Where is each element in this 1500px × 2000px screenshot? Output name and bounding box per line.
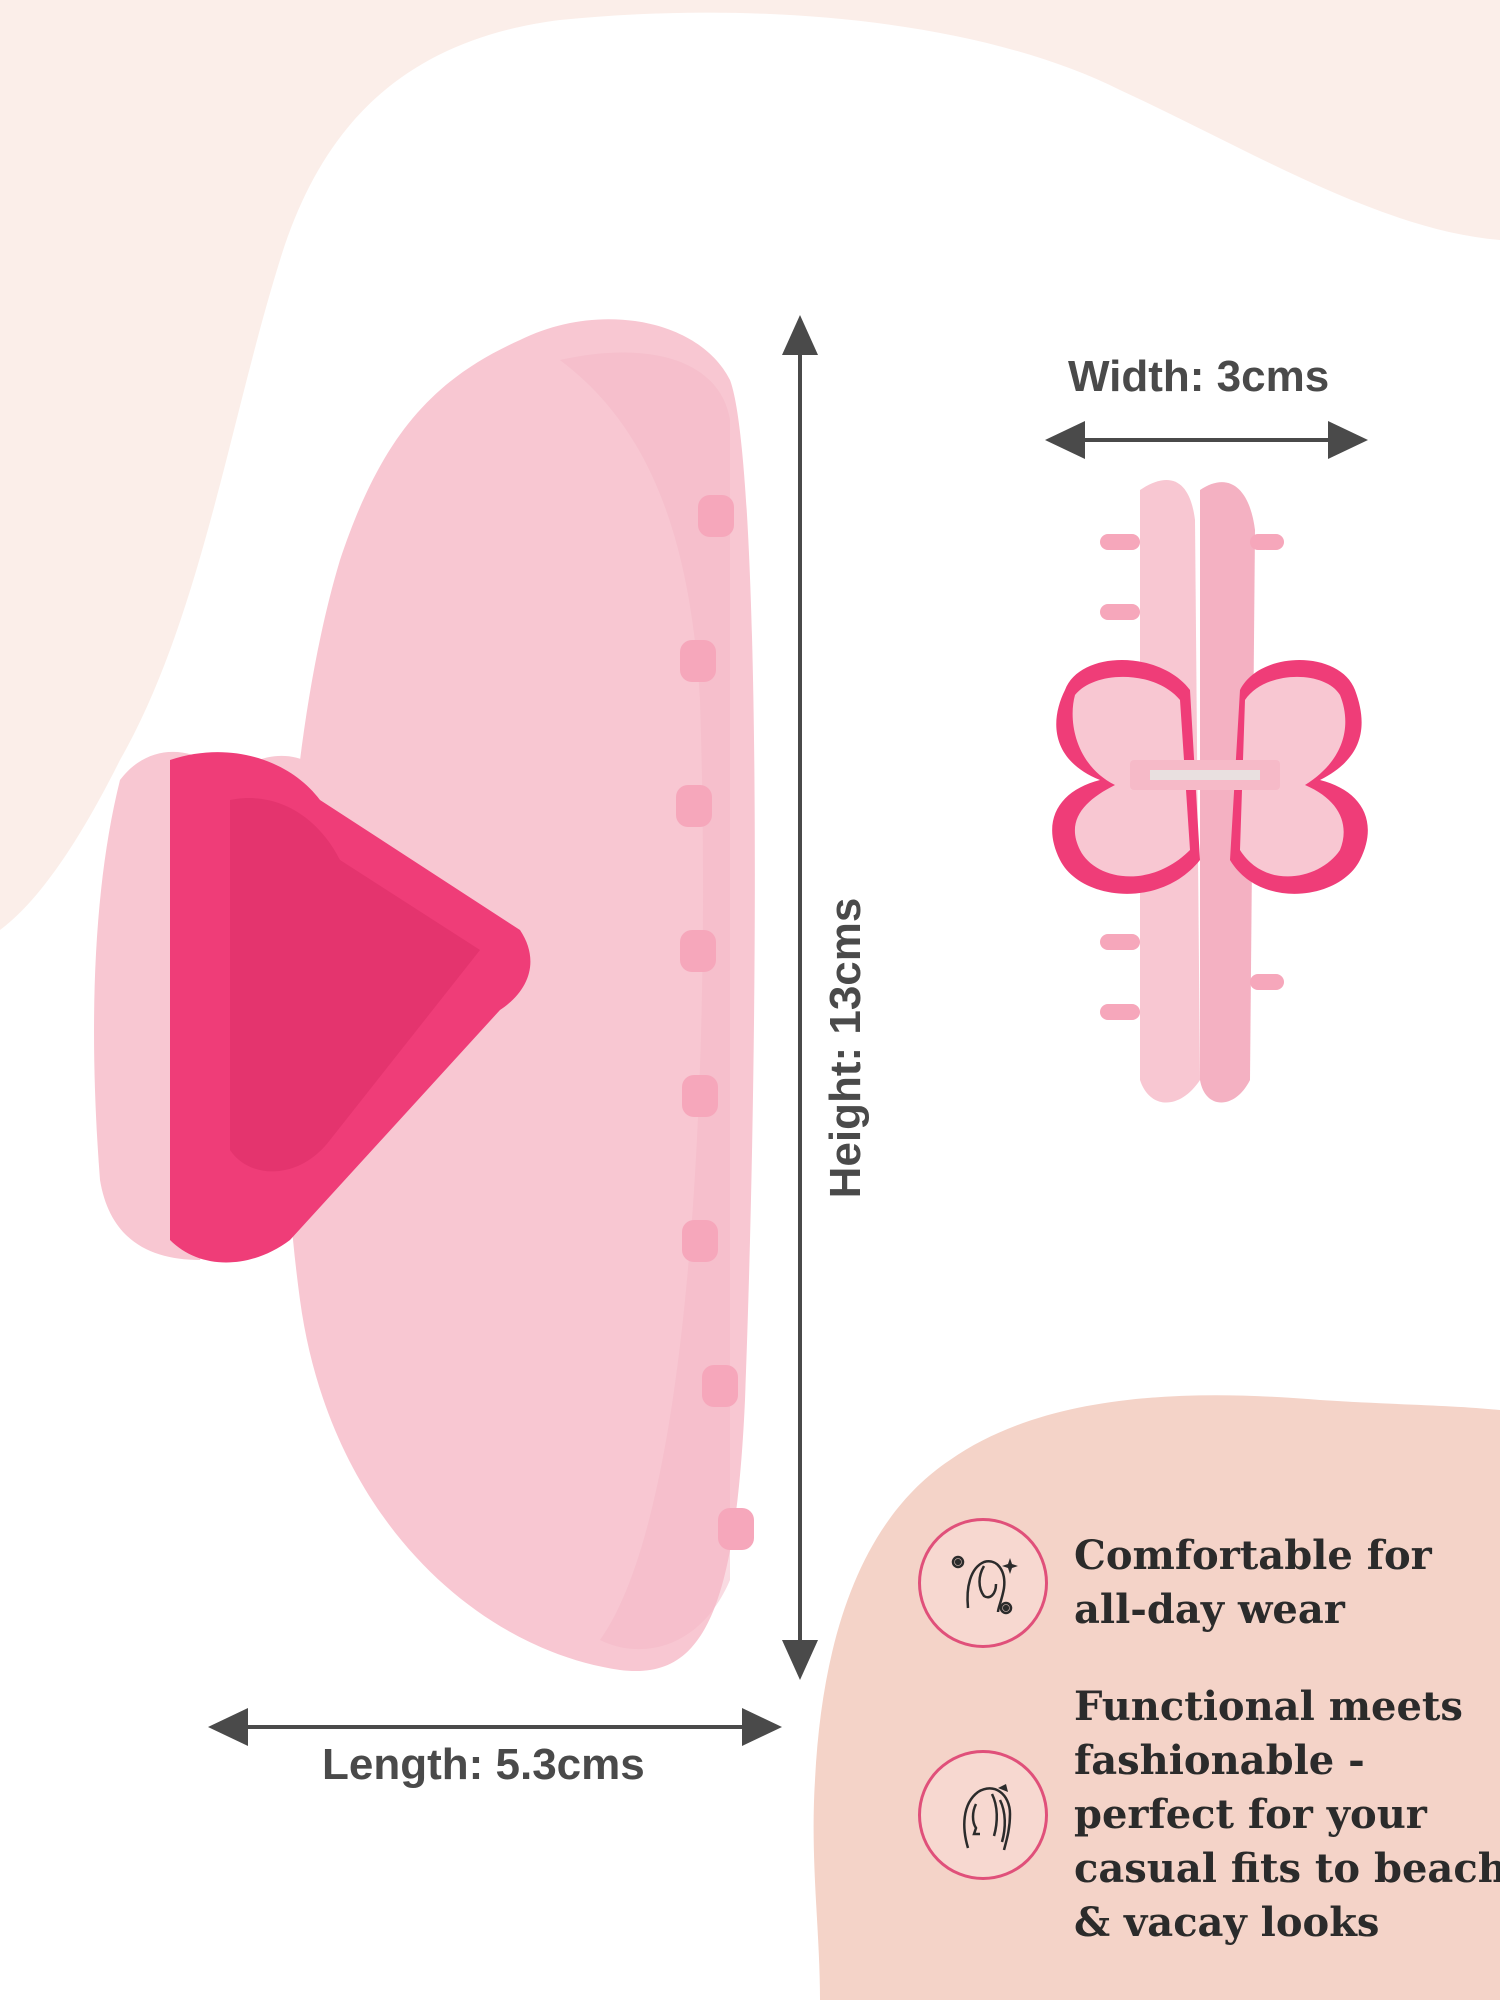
feature-comfort: Comfortable for all-day wear bbox=[918, 1518, 1500, 1648]
feature-fashion-text: Functional meets fashionable - perfect f… bbox=[1074, 1683, 1500, 1946]
dimension-arrows bbox=[208, 315, 1368, 1746]
woman-hair-clip-icon bbox=[918, 1750, 1048, 1880]
length-label: Length: 5.3cms bbox=[322, 1740, 645, 1789]
feature-fashion: Functional meets fashionable - perfect f… bbox=[918, 1680, 1500, 1950]
background-blob-top bbox=[0, 0, 1500, 930]
width-label: Width: 3cms bbox=[1068, 352, 1330, 401]
height-label: Height: 13cms bbox=[821, 897, 870, 1199]
woman-with-flowers-icon bbox=[918, 1518, 1048, 1648]
feature-comfort-text: Comfortable for all-day wear bbox=[1074, 1532, 1432, 1633]
side-view-clip bbox=[1052, 480, 1368, 1103]
main-clip bbox=[94, 319, 755, 1672]
